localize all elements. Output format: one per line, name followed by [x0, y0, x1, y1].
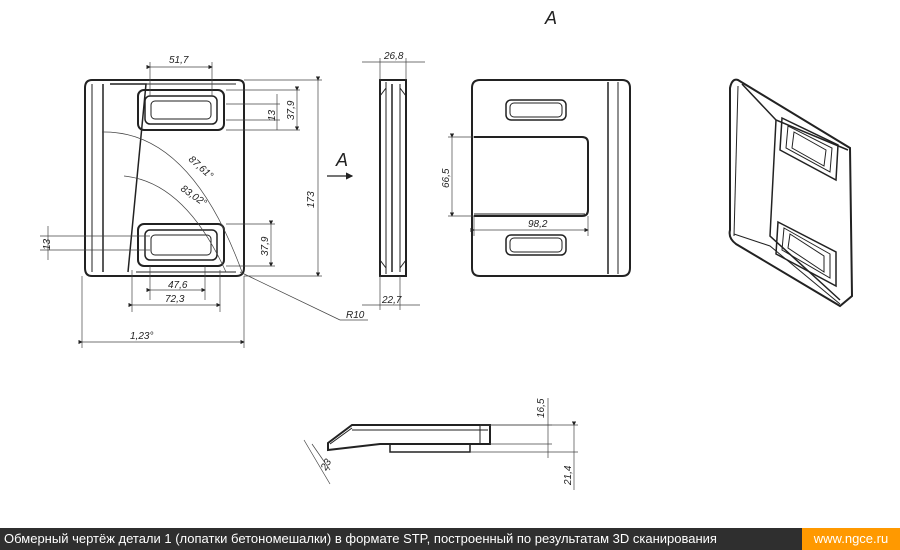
front-view-dimensions	[40, 62, 368, 348]
view-label-top: A	[544, 8, 557, 28]
dim-37-9-top: 37,9	[286, 100, 297, 120]
dim-98-2: 98,2	[528, 219, 548, 230]
side-view	[379, 79, 407, 277]
dim-23: 23	[319, 457, 335, 473]
site-link[interactable]: www.ngce.ru	[802, 528, 900, 550]
footer-bar: Обмерный чертёж детали 1 (лопатки бетоно…	[0, 528, 900, 550]
dim-66-5: 66,5	[441, 168, 452, 188]
dim-51-7: 51,7	[169, 55, 189, 66]
dim-22-7: 22,7	[381, 295, 402, 306]
isometric-view	[728, 78, 854, 308]
bottom-section-dimensions	[303, 398, 578, 490]
dim-37-9-bottom: 37,9	[260, 236, 271, 256]
dim-173: 173	[306, 191, 317, 208]
footer-caption: Обмерный чертёж детали 1 (лопатки бетоно…	[4, 531, 717, 546]
dim-72-3: 72,3	[165, 294, 185, 305]
rear-view-a	[471, 79, 631, 277]
dim-47-6: 47,6	[168, 280, 188, 291]
side-view-dimensions	[362, 58, 425, 310]
dim-13-top: 13	[267, 109, 278, 121]
dim-1-23-angle: 1,23°	[130, 331, 153, 342]
dim-13-left: 13	[42, 238, 53, 250]
dim-16-5: 16,5	[536, 398, 547, 418]
view-direction-label: A	[335, 150, 348, 170]
front-view	[84, 79, 245, 277]
technical-drawing: A	[40, 8, 854, 490]
dim-r10: R10	[346, 310, 365, 321]
rear-view-dimensions	[448, 133, 589, 236]
bottom-section-view	[327, 424, 491, 453]
dim-26-8: 26,8	[383, 51, 404, 62]
dim-21-4: 21,4	[563, 465, 574, 486]
